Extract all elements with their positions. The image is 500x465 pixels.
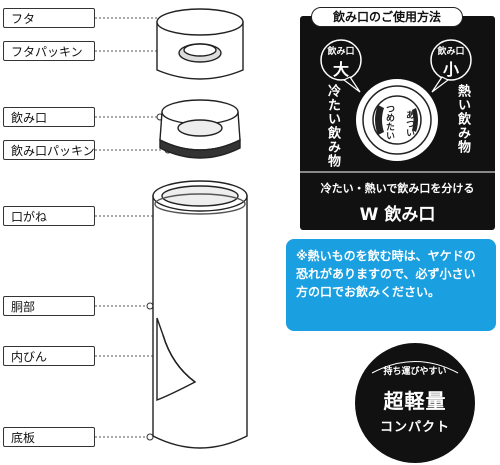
ring-cold-mark: つめたい (384, 104, 394, 140)
bottle-body-drawing (152, 180, 248, 449)
badge-sub-text: コンパクト (379, 420, 450, 435)
mouthpiece-drawing (159, 99, 241, 159)
label-mouthpiece-packing: 飲み口パッキン (3, 140, 95, 160)
badge-top-text: 持ち運びやすい (383, 367, 447, 377)
usage-title: 飲み口のご使用方法 (311, 7, 463, 27)
small-mouth-bubble-top: 飲み口 (437, 47, 465, 57)
badge-main-text: 超軽量 (383, 389, 447, 413)
ring-hot-mark: あつい (404, 110, 414, 137)
hot-drink-label: 熱い飲み物 (455, 84, 470, 154)
w-mouth-title: W 飲み口 (359, 205, 436, 225)
large-mouth-bubble-main: 大 (332, 60, 349, 79)
usage-caption: 冷たい・熱いで飲み口を分ける (320, 182, 475, 195)
hot-drink-notice: ※熱いものを飲む時は、ヤケドの恐れがありますので、必ず小さい方の口でお飲みくださ… (286, 239, 496, 331)
small-mouth-bubble-main: 小 (442, 60, 459, 79)
cold-drink-label: 冷たい飲み物 (325, 84, 340, 168)
label-bottom-plate: 底板 (3, 427, 95, 447)
lightweight-badge (355, 343, 475, 463)
label-mouthpiece: 飲み口 (3, 107, 95, 127)
label-mouth-ring: 口がね (3, 206, 95, 226)
label-body: 胴部 (3, 296, 95, 316)
large-mouth-bubble-top: 飲み口 (327, 47, 355, 57)
label-inner-bottle: 内びん (3, 346, 95, 366)
label-cap-packing: フタパッキン (3, 41, 95, 61)
label-cap: フタ (3, 8, 95, 28)
cap-drawing (156, 8, 244, 80)
